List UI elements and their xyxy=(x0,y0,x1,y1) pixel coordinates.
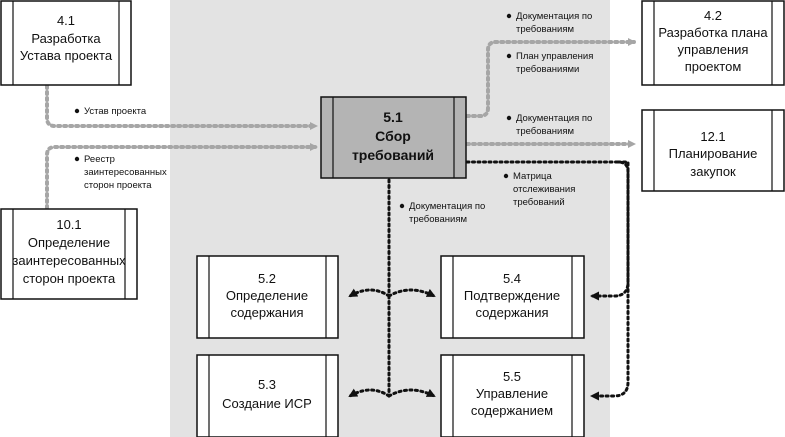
process-5-2-line1: Определение xyxy=(226,288,308,303)
flow-stakeholder-register xyxy=(45,143,318,210)
process-5-5-line1: Управление xyxy=(476,386,548,401)
bullet-dot xyxy=(506,53,512,59)
label-matrix-line1: Матрица xyxy=(513,171,552,182)
process-5-3-line1: Создание ИСР xyxy=(222,396,312,411)
label-down-line1: Документация по xyxy=(409,201,485,212)
flow-to-5-5 xyxy=(387,388,436,398)
process-4-1-line1: Разработка xyxy=(31,31,101,46)
process-5-2-id: 5.2 xyxy=(258,271,276,286)
label-to42-a-line2: требованиям xyxy=(516,24,574,35)
bullet-dot xyxy=(506,13,512,19)
flow-labels: Документация по требованиям План управле… xyxy=(74,11,593,225)
process-4-2: 4.2 Разработка плана управления проектом xyxy=(641,0,785,86)
label-to42-b-line2: требованиями xyxy=(516,64,579,75)
process-5-4-line2: содержания xyxy=(475,305,548,320)
label-to42-a-line1: Документация по xyxy=(516,11,592,22)
label-charter: Устав проекта xyxy=(84,106,147,117)
process-5-1-line1: Сбор xyxy=(375,128,411,144)
process-5-4: 5.4 Подтверждение содержания xyxy=(440,255,585,339)
flow-to-5-4 xyxy=(387,288,436,298)
flow-matrix-to-5-5 xyxy=(590,160,630,401)
process-5-1-id: 5.1 xyxy=(383,109,403,125)
process-12-1: 12.1 Планирование закупок xyxy=(641,109,785,192)
flow-to-5-2 xyxy=(348,288,391,298)
process-10-1: 10.1 Определение заинтересованных сторон… xyxy=(0,208,138,300)
bullet-dot xyxy=(74,156,80,162)
process-5-4-id: 5.4 xyxy=(503,271,521,286)
process-10-1-line3: сторон проекта xyxy=(23,271,116,286)
process-10-1-line1: Определение xyxy=(28,235,110,250)
process-10-1-line2: заинтересованных xyxy=(12,253,126,268)
label-register-line2: заинтересованных xyxy=(84,167,167,178)
label-matrix-line2: отслеживания xyxy=(513,184,575,195)
label-matrix-line3: требований xyxy=(513,197,565,208)
label-to121-line2: требованиям xyxy=(516,126,574,137)
label-register-line3: сторон проекта xyxy=(84,180,152,191)
label-down-line2: требованиям xyxy=(409,214,467,225)
bullet-dot xyxy=(506,115,512,121)
process-12-1-line2: закупок xyxy=(690,164,736,179)
process-12-1-id: 12.1 xyxy=(700,129,725,144)
process-5-1: 5.1 Сбор требований xyxy=(320,96,467,179)
process-5-2-line2: содержания xyxy=(230,305,303,320)
process-12-1-line1: Планирование xyxy=(669,146,758,161)
process-5-3-id: 5.3 xyxy=(258,377,276,392)
process-5-2: 5.2 Определение содержания xyxy=(196,255,339,339)
process-4-2-line1: Разработка плана xyxy=(658,25,768,40)
process-10-1-id: 10.1 xyxy=(56,217,81,232)
process-4-1-line2: Устава проекта xyxy=(20,48,113,63)
label-to121-line1: Документация по xyxy=(516,113,592,124)
bullet-dot xyxy=(399,203,405,209)
process-4-1-id: 4.1 xyxy=(57,13,75,28)
process-5-5-line2: содержанием xyxy=(471,403,553,418)
process-5-3: 5.3 Создание ИСР xyxy=(196,354,339,437)
process-4-1: 4.1 Разработка Устава проекта xyxy=(0,0,132,86)
black-flows xyxy=(348,160,630,401)
process-4-2-line3: проектом xyxy=(685,59,742,74)
flow-to-4-2 xyxy=(465,38,636,118)
gray-flows xyxy=(45,38,636,210)
process-4-2-line2: управления xyxy=(678,42,749,57)
label-to42-b-line1: План управления xyxy=(516,51,593,62)
flow-to-5-3 xyxy=(348,388,391,398)
label-register-line1: Реестр xyxy=(84,154,115,165)
process-5-1-line2: требований xyxy=(352,147,434,163)
bullet-dot xyxy=(503,173,509,179)
bullet-dot xyxy=(74,108,80,114)
process-5-5: 5.5 Управление содержанием xyxy=(440,354,585,437)
flow-charter xyxy=(45,84,318,130)
process-4-2-id: 4.2 xyxy=(704,8,722,23)
process-5-4-line1: Подтверждение xyxy=(464,288,560,303)
process-5-5-id: 5.5 xyxy=(503,369,521,384)
